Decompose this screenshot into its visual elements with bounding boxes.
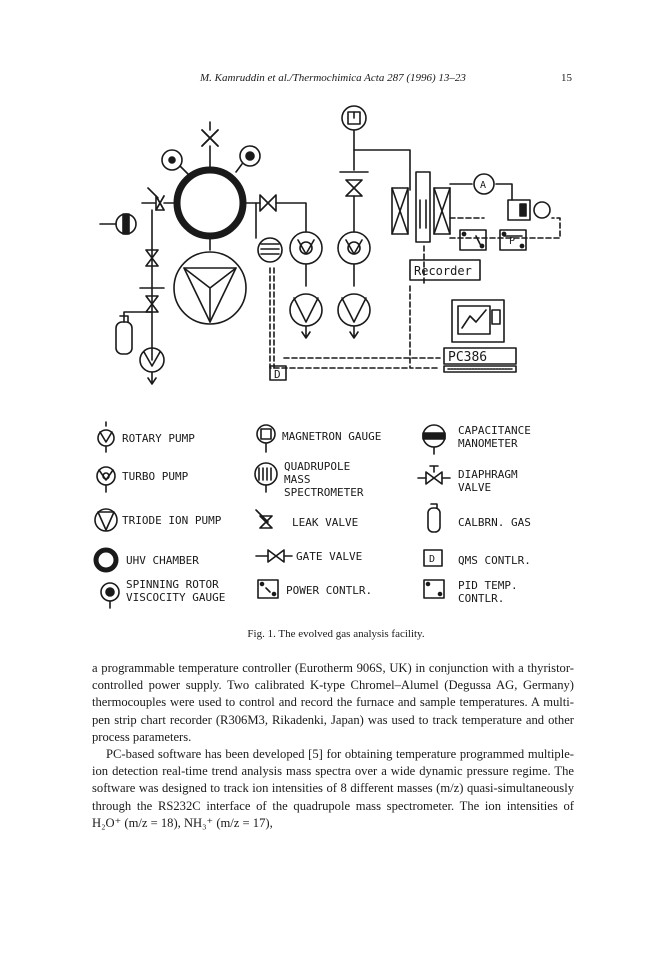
uhv-chamber — [173, 166, 247, 240]
legend-capacitance-label-2: MANOMETER — [458, 437, 518, 450]
legend-turbo-pump-icon — [96, 466, 116, 493]
qms-controller-label: D — [274, 368, 281, 381]
legend-spinning-rotor-label-2: VISCOCITY GAUGE — [126, 591, 225, 604]
legend-turbo-pump-label: TURBO PUMP — [122, 470, 189, 483]
legend-leak-valve-icon — [255, 509, 273, 529]
legend-capacitance-icon — [422, 424, 446, 455]
pid-box-label: P — [509, 236, 515, 247]
qms-head-icon — [257, 237, 283, 263]
legend-calbrn-gas-icon — [427, 507, 441, 533]
legend-gate-valve-icon — [255, 549, 293, 563]
legend-uhv-chamber-icon — [93, 547, 119, 573]
legend-qms-icon — [254, 462, 278, 493]
rotary-pump-2-icon — [337, 293, 371, 339]
legend-triode-ion-pump-icon — [94, 508, 118, 532]
legend-qms-contlr-symbol: D — [429, 554, 435, 565]
legend-diaphragm-label-2: VALVE — [458, 481, 491, 494]
calibration-gas-bottle-icon — [115, 315, 133, 355]
power-contlr-box — [459, 229, 487, 251]
legend-diaphragm-label-1: DIAPHRAGM — [458, 468, 518, 481]
leak-valve-right-icon — [339, 171, 369, 197]
legend-qms-label-2: MASS — [284, 473, 311, 486]
legend-triode-ion-pump-label: TRIODE ION PUMP — [122, 514, 222, 527]
running-header: M. Kamruddin et al./Thermochimica Acta 2… — [0, 72, 672, 88]
figure-1: Recorder PC386 A D P ROTARY PUMP TURBO P… — [60, 100, 620, 620]
pc-icon — [443, 299, 517, 373]
legend-qms-label-1: QUADRUPOLE — [284, 460, 350, 473]
top-valve-icon — [201, 121, 219, 171]
legend-spinning-rotor-icon — [100, 582, 120, 609]
figure-caption: Fig. 1. The evolved gas analysis facilit… — [247, 628, 425, 640]
facility-schematic: Recorder PC386 A D P ROTARY PUMP TURBO P… — [93, 105, 561, 609]
gate-valve-icon — [259, 194, 277, 212]
legend-calbrn-gas-label: CALBRN. GAS — [458, 516, 531, 529]
legend-gate-valve-label: GATE VALVE — [296, 550, 362, 563]
legend-spinning-rotor-label-1: SPINNING ROTOR — [126, 578, 219, 591]
triode-ion-pump-icon — [173, 251, 247, 325]
page-number: 15 — [561, 72, 572, 84]
furnace-icon — [391, 171, 451, 243]
ammeter-icon — [473, 173, 495, 195]
turbo-pump-2-icon — [337, 231, 371, 287]
legend-magnetron-gauge-icon — [256, 424, 276, 453]
paragraph-1: a programmable temperature controller (E… — [92, 661, 574, 744]
paragraph-2: PC-based software has been developed [5]… — [92, 747, 574, 830]
gas-leak-valve-icon — [139, 287, 165, 313]
running-head: M. Kamruddin et al./Thermochimica Acta 2… — [200, 72, 466, 84]
legend-qms-label-3: SPECTROMETER — [284, 486, 364, 499]
legend-rotary-pump-label: ROTARY PUMP — [122, 432, 195, 445]
pc-label: PC386 — [448, 350, 487, 365]
recorder-box — [409, 259, 481, 281]
magnetron-gauge-icon — [161, 149, 189, 175]
legend-power-contlr-icon — [257, 579, 279, 599]
legend-magnetron-gauge-label: MAGNETRON GAUGE — [282, 430, 381, 443]
legend-qms-contlr-label: QMS CONTLR. — [458, 554, 531, 567]
turbo-pump-1-icon — [289, 231, 323, 287]
legend-rotary-pump-icon — [97, 421, 115, 453]
recorder-label: Recorder — [414, 264, 472, 278]
legend-diaphragm-valve-icon — [417, 465, 451, 485]
legend-pid-label-1: PID TEMP. — [458, 579, 518, 592]
pid-contlr-box — [499, 229, 527, 251]
legend-pid-label-2: CONTLR. — [458, 592, 504, 605]
left-valve-2-icon — [145, 249, 159, 267]
ammeter-label: A — [480, 180, 486, 191]
legend-power-contlr-label: POWER CONTLR. — [286, 584, 372, 597]
qms-controller-box — [269, 365, 287, 381]
legend-pid-contlr-icon — [423, 579, 445, 599]
magnetron-gauge-top-icon — [341, 105, 367, 171]
thermocouple-icon — [507, 199, 551, 221]
left-rotary-pump-icon — [139, 347, 165, 385]
legend-uhv-chamber-label: UHV CHAMBER — [126, 554, 199, 567]
legend-qms-contlr-icon — [423, 549, 443, 567]
legend-capacitance-label-1: CAPACITANCE — [458, 424, 531, 437]
spinning-rotor-icon — [235, 145, 261, 173]
rotary-pump-1-icon — [289, 293, 323, 339]
body-text: a programmable temperature controller (E… — [92, 660, 574, 832]
capacitance-manometer-icon — [99, 213, 137, 235]
left-valve-icon — [141, 187, 178, 211]
legend-leak-valve-label: LEAK VALVE — [292, 516, 358, 529]
